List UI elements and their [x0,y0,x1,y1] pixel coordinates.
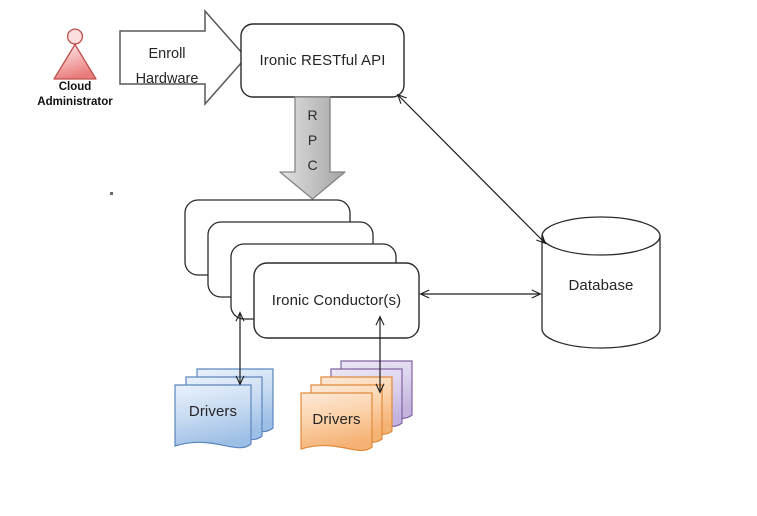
conductor-card-front [253,262,420,339]
rpc-arrow-label: R P C [280,103,345,178]
drivers-blue-stack [174,368,274,449]
enroll-hardware-label: Enroll Hardware [124,42,210,92]
enroll-hardware-label-line1: Enroll [148,46,186,62]
rpc-arrow [279,96,346,200]
drivers-blue-sheet-1 [174,384,252,449]
cloud-administrator-label-line1: Cloud [58,81,92,93]
rpc-letter-c: C [307,157,318,173]
ironic-restful-api-box [240,23,405,98]
cloud-administrator-label: Cloud Administrator [20,80,130,110]
cloud-administrator-icon [53,28,97,80]
rpc-letter-r: R [307,107,318,123]
connector-api-to-database [396,93,547,245]
drivers-orange-stack [300,360,413,451]
enroll-hardware-label-line2: Hardware [135,71,199,87]
rpc-letter-p: P [307,132,318,148]
cloud-administrator-label-line2: Administrator [37,96,113,108]
drivers-orange-sheet-1 [300,392,373,451]
ironic-conductor-stack [184,199,420,339]
enroll-hardware-arrow [119,9,247,106]
database-cylinder [541,216,661,349]
stray-dot-artifact [110,192,113,195]
